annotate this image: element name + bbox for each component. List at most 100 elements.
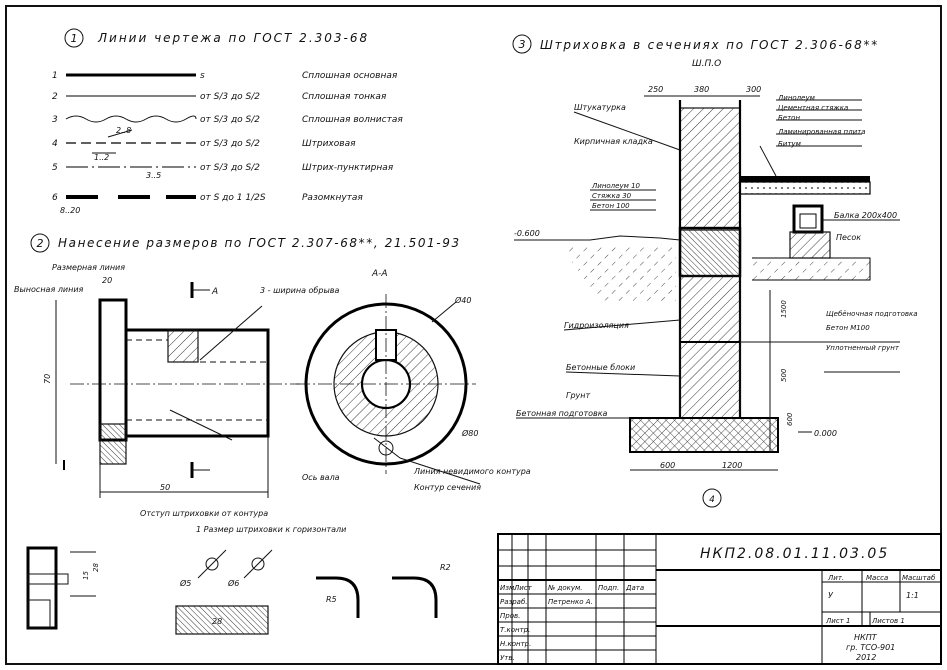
row-3-size: от S/3 до S/2: [200, 115, 260, 125]
lines-table-rows: 1 2 3 4 5 6 s от S/3 до S/2 от S/3 до S/…: [52, 71, 403, 203]
fillet-r5: [316, 576, 360, 618]
tb-sheet: Лист 1: [825, 617, 850, 625]
tb-col-4: Подп.: [598, 584, 619, 592]
small-label-28: 28: [212, 617, 222, 626]
bond-beam: [678, 226, 742, 278]
row-4-size: от S/3 до S/2: [200, 139, 260, 149]
dim-phi-in: Ø80: [461, 428, 478, 438]
hidden-label: Линия невидимого контура: [413, 467, 531, 476]
layer-labels: Линолеум Цементная стяжка Бетон Ламиниро…: [759, 94, 866, 177]
phi-1: Ø5: [179, 578, 191, 588]
fillet-r2: [392, 576, 438, 618]
foundation-section: 3 Штриховка в сечениях по ГОСТ 2.306-68*…: [512, 34, 918, 508]
floor-slab: [739, 181, 871, 195]
flange-hatch: [99, 423, 127, 465]
dim-b: 1..2: [94, 153, 109, 162]
title-block: Изм. Лист № докум. Подп. Дата Разраб. Пр…: [497, 533, 942, 665]
tb-hdr-1: Лит.: [827, 574, 844, 582]
dim-h-3: 600: [786, 412, 794, 426]
dim-70: 70: [43, 374, 52, 384]
lower-label-2: Бетонная подготовка: [516, 409, 608, 418]
section-3-title: Штриховка в сечениях по ГОСТ 2.306-68**: [540, 38, 879, 52]
row-5-num: 5: [52, 163, 58, 173]
wall-upper: [679, 107, 741, 231]
tb-code: НКП2.08.01.11.03.05: [700, 546, 889, 562]
section-3-title2: Ш.П.О: [692, 59, 721, 69]
tb-hdr-2: Масса: [866, 574, 888, 582]
row-6-name: Разомкнутая: [302, 193, 363, 203]
row-6-num: 6: [52, 193, 58, 203]
note-2: 1 Размер штриховки к горизонтали: [196, 525, 346, 534]
row-3-name: Сплошная волнистая: [302, 115, 403, 125]
tb-col-5: Дата: [625, 584, 644, 592]
section-3-number: 3: [519, 38, 526, 51]
dim-h-2: 500: [780, 368, 788, 382]
dim-top-1: 250: [648, 85, 663, 94]
row-2-num: 2: [52, 92, 58, 102]
dim-c: 3..5: [146, 171, 161, 180]
axis-note: Ось вала: [302, 473, 340, 482]
dim-bottom-1: 600: [660, 461, 675, 470]
tb-col-3: № докум.: [547, 584, 583, 592]
dim-bottom-2: 1200: [722, 461, 742, 470]
keyway-hatch: [167, 329, 199, 363]
floor-label-2: Стяжка 30: [592, 192, 632, 200]
row-3-num: 3: [52, 115, 58, 125]
left-label-2: Кирпичная кладка: [574, 137, 653, 146]
soil-left: [560, 244, 676, 304]
small-h: 15: [82, 571, 90, 580]
row-5-size: от S/3 до S/2: [200, 163, 260, 173]
footing: [629, 417, 779, 453]
circle-mark: 4: [709, 495, 715, 505]
tb-scale: 1:1: [906, 591, 919, 600]
right-label-1: Линолеум: [777, 94, 816, 102]
dim-50: 50: [160, 483, 170, 492]
tb-org-3: 2012: [856, 653, 876, 662]
right-label-4: Ламинированная плита: [777, 128, 866, 136]
tb-hdr-3: Масштаб: [902, 574, 936, 582]
lines-section: 1 Линии чертежа по ГОСТ 2.303-68 1 2 3 4…: [52, 28, 403, 215]
row-4-num: 4: [52, 139, 58, 149]
dimensions-section: 2 Нанесение размеров по ГОСТ 2.307-68**,…: [14, 233, 531, 635]
tb-org-1: НКПТ: [854, 633, 878, 642]
dim-d: 8..20: [60, 206, 80, 215]
tb-row-3: Т.контр.: [500, 626, 530, 634]
dim-top-2: 380: [694, 85, 709, 94]
section-1-title: Линии чертежа по ГОСТ 2.303-68: [97, 31, 369, 45]
section-aa-view: А-А Ø40 Ø80 Линия невидимого контура Кон…: [296, 269, 531, 492]
right-label-2: Цементная стяжка: [778, 104, 848, 112]
row-1-size: s: [200, 71, 205, 81]
floor-labels: Линолеум 10 Стяжка 30 Бетон 100: [590, 182, 656, 211]
elev-label: -0.600: [514, 229, 540, 238]
dim-line-label: Размерная линия: [52, 263, 125, 272]
small-parts: 15 28 Ø5 Ø6 28 R5 R2: [26, 546, 451, 635]
left-label-1: Штукатурка: [574, 103, 626, 112]
elev2-label: 0.000: [814, 429, 837, 438]
ext-line-label: Выносная линия: [14, 285, 84, 294]
section-1-number: 1: [71, 32, 78, 45]
section-1-circle: [64, 28, 84, 48]
row-1-name: Сплошная основная: [302, 71, 398, 81]
beam-label: Балка 200х400: [834, 211, 897, 220]
r2-label: R2: [440, 563, 451, 572]
right-lower-labels: Щебёночная подготовка Бетон М100 Уплотне…: [740, 310, 918, 373]
wavy-line: [65, 115, 197, 123]
tb-row-2: Пров.: [500, 612, 520, 620]
section-2-number: 2: [37, 237, 44, 250]
section-label: А-А: [371, 269, 388, 279]
row-1-num: 1: [52, 71, 58, 81]
hatch-note: 3 - ширина обрыва: [260, 286, 339, 295]
dim-phi-out: Ø40: [454, 295, 471, 305]
rl-3: Уплотненный грунт: [826, 344, 900, 352]
rl-2: Бетон М100: [826, 324, 870, 332]
tb-sheets: Листов 1: [871, 617, 905, 625]
note-1: Отступ штриховки от контура: [140, 509, 268, 518]
arrow-a-label: А: [211, 287, 218, 297]
dim-a: 2..8: [116, 126, 131, 135]
tb-row-5: Утв.: [500, 654, 515, 662]
right-label-3: Бетон: [778, 114, 800, 122]
row-2-size: от S/3 до S/2: [200, 92, 260, 102]
shaft-view: 70 50 А Отступ штриховки от контура 1 Ра…: [43, 282, 346, 534]
tb-author: Петренко А.: [548, 598, 593, 606]
